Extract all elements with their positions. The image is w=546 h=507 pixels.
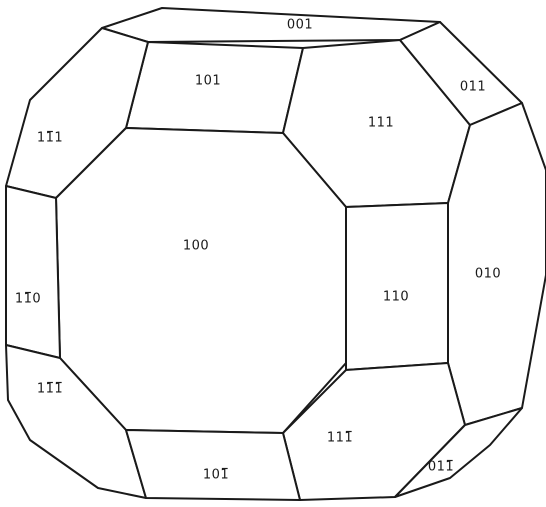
- label-010: 010: [475, 267, 501, 282]
- face-10bar1: [125, 429, 301, 501]
- label-1bar11: 111: [37, 131, 63, 146]
- label-011: 011: [460, 80, 486, 95]
- label-1bar1bar1: 111: [37, 382, 63, 397]
- label-110: 110: [383, 290, 409, 305]
- label-101: 101: [195, 74, 221, 89]
- overbars-layer: [25, 130, 453, 470]
- face-001: [101, 7, 441, 43]
- face-1bar1bar1: [5, 344, 147, 499]
- face-010: [447, 102, 546, 426]
- labels-layer: 001 101 011 111 111 100 110 110 010 111 …: [15, 18, 501, 483]
- label-11bar1: 111: [327, 431, 353, 446]
- face-1bar10: [5, 185, 61, 359]
- label-100: 100: [183, 239, 209, 254]
- face-100: [55, 127, 347, 434]
- label-10bar1: 101: [203, 468, 229, 483]
- label-1bar10: 110: [15, 292, 41, 307]
- face-01bar1: [394, 407, 523, 498]
- label-001: 001: [287, 18, 313, 33]
- label-01bar1: 011: [428, 460, 454, 475]
- label-111: 111: [368, 116, 394, 131]
- face-110: [345, 202, 449, 371]
- faces-layer: [5, 7, 546, 501]
